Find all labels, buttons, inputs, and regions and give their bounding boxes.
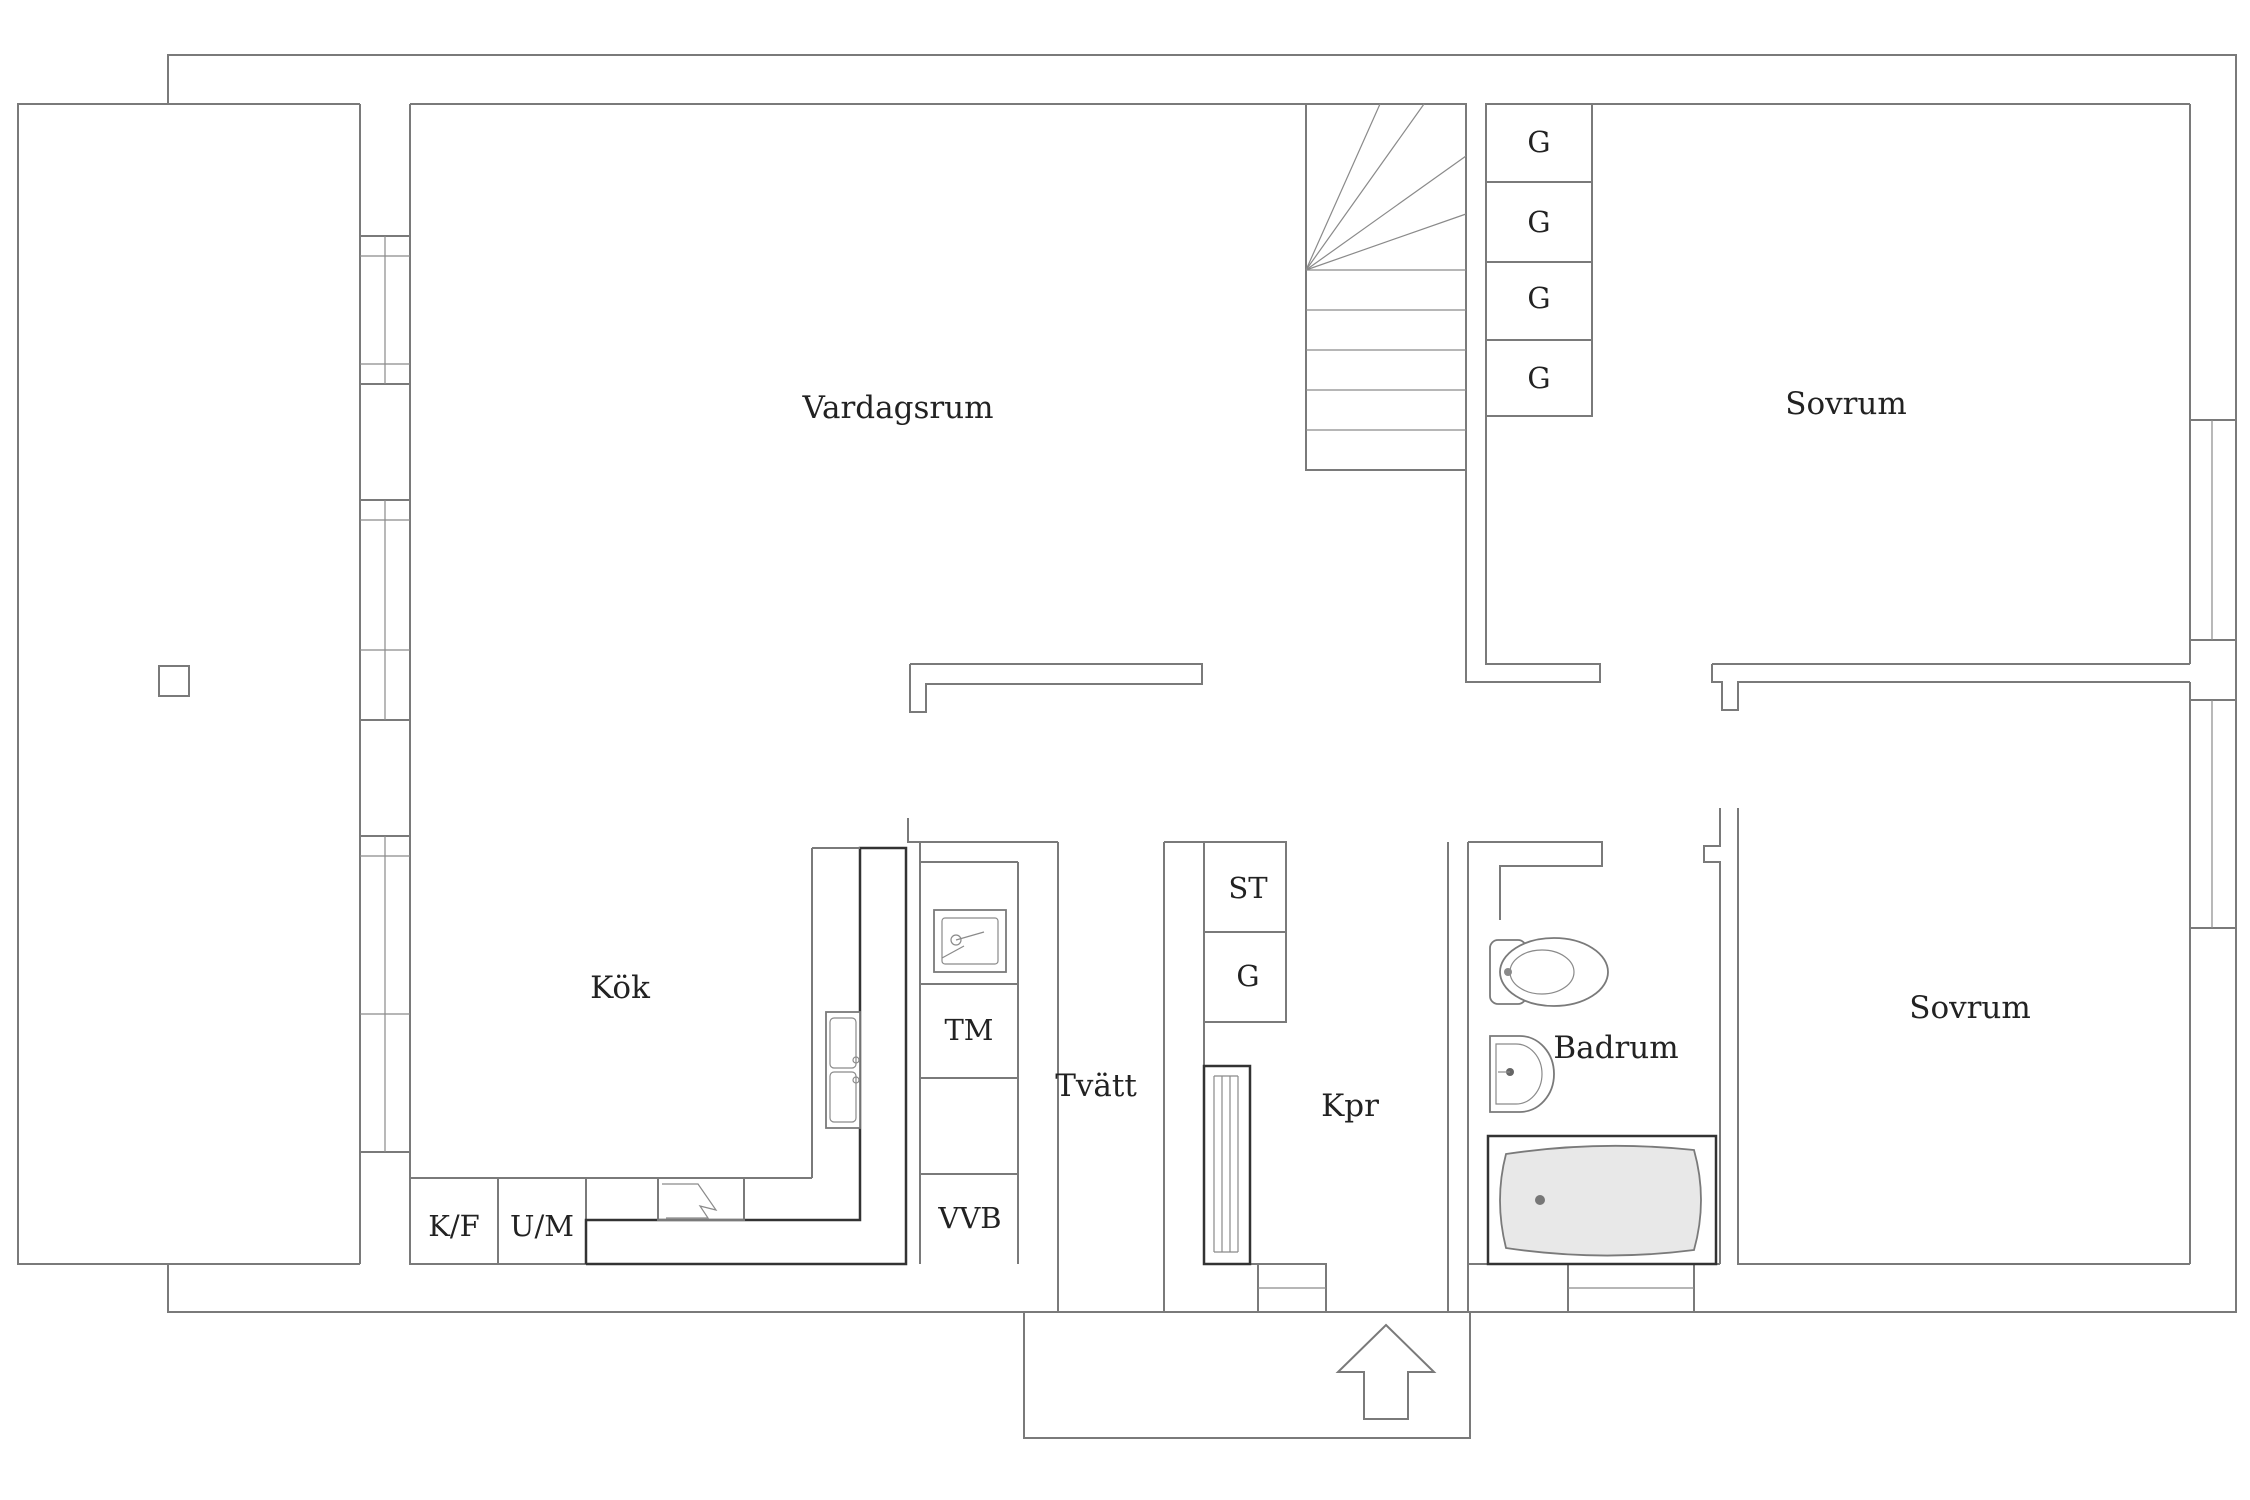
washbasin-icon <box>1489 1035 1555 1113</box>
fixture-label-tm: TM <box>944 1013 993 1047</box>
terrace <box>17 103 361 1265</box>
fixture-label-wardrobe: G <box>1236 959 1259 993</box>
radiator-icon <box>1202 1064 1252 1266</box>
bathtub-icon <box>1486 1134 1718 1266</box>
laundry-fixtures <box>920 909 1018 1175</box>
fixture-label-kf: K/F <box>428 1209 480 1243</box>
fixture-labels: ST G TM VVB K/F U/M <box>428 871 1268 1243</box>
wardrobes: G G G G <box>1485 103 1593 417</box>
wardrobe-label: G <box>1527 281 1550 315</box>
entrance-landing <box>1023 1312 1471 1439</box>
stairs-icon <box>1305 103 1467 471</box>
kitchen <box>409 846 908 1266</box>
wardrobe-label: G <box>1527 361 1550 395</box>
room-labels: Vardagsrum Sovrum Sovrum Kök Tvätt Kpr B… <box>590 386 2031 1124</box>
double-sink-icon <box>825 1011 861 1129</box>
room-label-badrum: Badrum <box>1553 1030 1678 1066</box>
wardrobe-label: G <box>1527 125 1550 159</box>
toilet-icon <box>1489 937 1609 1007</box>
fixture-label-vvb: VVB <box>937 1201 1001 1235</box>
interior-walls <box>360 103 2236 1312</box>
wardrobe-label: G <box>1527 205 1550 239</box>
laundry-sink-icon <box>933 909 1007 973</box>
outer-walls <box>167 54 2237 1313</box>
room-label-kok: Kök <box>590 970 650 1006</box>
arrow-up-icon <box>1335 1323 1437 1420</box>
fixture-label-um: U/M <box>510 1209 574 1243</box>
room-label-sovrum: Sovrum <box>1785 386 1907 422</box>
room-label-kpr: Kpr <box>1321 1088 1379 1124</box>
hall-fixtures <box>1202 841 1287 1266</box>
room-label-vardagsrum: Vardagsrum <box>801 390 993 426</box>
room-label-sovrum: Sovrum <box>1909 990 2031 1026</box>
bathroom-fixtures <box>1486 937 1718 1266</box>
fixture-label-st: ST <box>1228 871 1268 905</box>
chimney-icon <box>158 665 190 697</box>
room-label-tvatt: Tvätt <box>1055 1068 1137 1104</box>
